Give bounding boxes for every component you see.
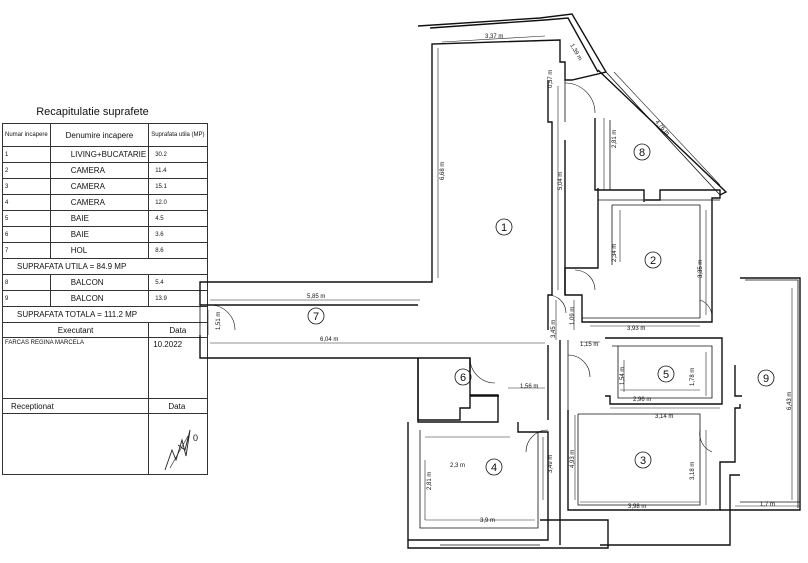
table-row: 1 LIVING+BUCATARIE 30.2 bbox=[2, 146, 208, 163]
walls bbox=[199, 13, 801, 549]
col-nr-header: Numar incapere bbox=[2, 123, 51, 147]
room-number: 8 bbox=[639, 147, 645, 159]
dim-label: 3,93 m bbox=[627, 326, 645, 332]
dim-label: 3,98 m bbox=[628, 504, 646, 510]
dim-label: 3,9 m bbox=[480, 518, 495, 524]
table-row: 6 BAIE 3.6 bbox=[2, 226, 208, 243]
room-markers: 1 2 3 4 5 6 7 8 9 bbox=[307, 143, 775, 476]
dim-label: 2,81 m bbox=[612, 130, 618, 148]
room-marker-circle bbox=[757, 369, 775, 387]
dimension-labels: 3,37 m 1,39 m 0,57 m 6,68 m 5,04 m 2,81 … bbox=[216, 34, 793, 524]
dim-label: 3,49 m bbox=[548, 455, 554, 473]
receptionat-signature-cell bbox=[1, 413, 150, 475]
dim-label: 1,7 m bbox=[760, 502, 775, 508]
summary-header-row: Numar incapere Denumire incapere Suprafa… bbox=[2, 123, 208, 147]
dim-label: 5,04 m bbox=[558, 172, 564, 190]
dim-label: 6,04 m bbox=[320, 337, 338, 343]
dim-label: 1,51 m bbox=[216, 312, 222, 330]
room-number: 2 bbox=[650, 255, 656, 267]
room-marker-circle bbox=[634, 451, 652, 469]
dim-label: 2,34 m bbox=[612, 244, 618, 262]
room-marker-circle bbox=[485, 458, 503, 476]
dim-label: 1,54 m bbox=[620, 367, 626, 385]
dim-label: 1,09 m bbox=[570, 307, 576, 325]
table-row: 4 CAMERA 12.0 bbox=[2, 194, 208, 211]
dim-label: 3,14 m bbox=[655, 414, 673, 420]
summary-table: Numar incapere Denumire incapere Suprafa… bbox=[1, 123, 208, 475]
dim-label: 2,81 m bbox=[427, 472, 433, 490]
executant-header-row: Executant Data bbox=[1, 322, 208, 338]
room-number: 1 bbox=[501, 222, 507, 234]
dim-label: 2,96 m bbox=[633, 397, 651, 403]
dim-label: 1,39 m bbox=[568, 43, 582, 62]
room-number: 7 bbox=[313, 311, 319, 323]
dim-label: 3,35 m bbox=[698, 260, 704, 278]
room-marker-circle bbox=[657, 365, 675, 383]
room-number: 3 bbox=[640, 455, 646, 467]
room-marker-circle bbox=[644, 251, 662, 269]
table-row: 2 CAMERA 11.4 bbox=[2, 162, 208, 179]
signature-mark: 0 bbox=[193, 433, 198, 443]
dimension-lines bbox=[207, 35, 800, 521]
table-row: 8 BALCON 5.4 bbox=[2, 274, 208, 291]
col-name-header: Denumire incapere bbox=[49, 123, 150, 147]
summary-title: Recapitulatie suprafete bbox=[36, 106, 149, 118]
signature: 0 bbox=[164, 429, 198, 471]
dim-label: 3,18 m bbox=[690, 462, 696, 480]
dim-label: 6,68 m bbox=[440, 162, 446, 180]
doors bbox=[209, 82, 713, 453]
receptionat-date-cell bbox=[148, 413, 208, 475]
room-marker-circle bbox=[307, 307, 325, 325]
dim-label: 4,93 m bbox=[570, 450, 576, 468]
room-number: 9 bbox=[763, 373, 769, 385]
executant-date: 10.2022 bbox=[148, 337, 208, 399]
table-row: 3 CAMERA 15.1 bbox=[2, 178, 208, 195]
room-number: 5 bbox=[663, 369, 669, 381]
dim-label: 6,43 m bbox=[787, 392, 793, 410]
dim-label: 1,78 m bbox=[690, 368, 696, 386]
room-number: 4 bbox=[491, 462, 497, 474]
table-row: 7 HOL 8.6 bbox=[2, 242, 208, 259]
col-area-header: Suprafata utila (MP) bbox=[148, 123, 208, 147]
dim-label: 3,37 m bbox=[485, 34, 503, 40]
executant-row: FARCAS REGINA MARCELA 10.2022 bbox=[1, 337, 208, 399]
dim-label: 2,3 m bbox=[450, 463, 465, 469]
room-marker-circle bbox=[633, 143, 651, 161]
dim-label: 0,57 m bbox=[548, 70, 554, 88]
room-marker-circle bbox=[495, 218, 513, 236]
dim-label: 1,56 m bbox=[520, 384, 538, 390]
room-number: 6 bbox=[460, 372, 466, 384]
dim-label: 3,45 m bbox=[551, 320, 557, 338]
dim-label: 5,85 m bbox=[307, 294, 325, 300]
dim-label: 4,76 m bbox=[654, 119, 671, 137]
dim-label: 1,15 m bbox=[580, 342, 598, 348]
receptionat-row bbox=[1, 413, 208, 475]
room-marker-circle bbox=[454, 368, 472, 386]
